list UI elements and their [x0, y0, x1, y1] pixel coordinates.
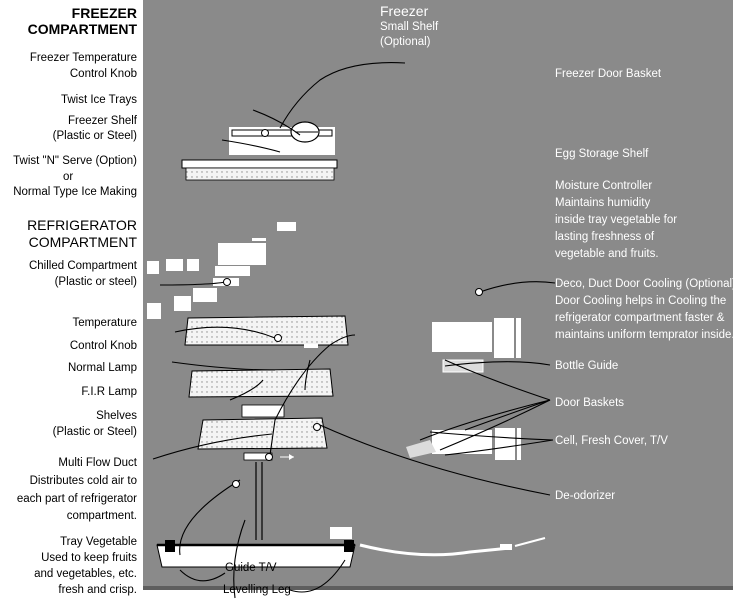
moisture-controller-label-4: lasting freshness of [555, 231, 655, 243]
freezer-temp-label-2: Control Knob [69, 68, 137, 80]
fir-lamp-label: F.I.R Lamp [81, 386, 137, 398]
levelling-leg-label: Levelling Leg [223, 584, 291, 596]
temperature-label-2: Control Knob [69, 340, 137, 352]
moisture-controller-label-5: vegetable and fruits. [555, 248, 659, 260]
freezer-header-line1: FREEZER [71, 5, 137, 21]
door-baskets-label: Door Baskets [555, 397, 625, 409]
shelf-bottom-part [197, 417, 328, 450]
normal-ice-label: Normal Type Ice Making [13, 186, 137, 198]
connector-dots [223, 129, 483, 488]
shelf-top-part [184, 315, 349, 346]
leader-lines [152, 62, 556, 599]
freezer-shelf-part [229, 121, 335, 155]
freezer-temp-label-1: Freezer Temperature [29, 52, 137, 64]
chilled-compartment-part [147, 222, 296, 319]
tray-desc-3: fresh and crisp. [58, 584, 137, 596]
distributes-label-2: each part of refrigerator [16, 493, 137, 505]
deodorizer-label: De-odorizer [555, 490, 616, 502]
deco-duct-label-1: Deco, Duct Door Cooling (Optional) [555, 278, 733, 290]
multi-flow-duct-label: Multi Flow Duct [58, 457, 137, 469]
tray-desc-1: Used to keep fruits [41, 552, 137, 564]
deco-duct-label-2: Door Cooling helps in Cooling the [555, 295, 727, 307]
normal-lamp-label: Normal Lamp [67, 362, 137, 374]
distributes-label-3: compartment. [66, 510, 137, 522]
tray-vegetable-part [156, 527, 546, 568]
small-shelf-label-1: Small Shelf [380, 21, 439, 33]
door-baskets-part [406, 318, 521, 460]
refrigerator-header-line2: COMPARTMENT [28, 234, 137, 250]
twist-serve-label: Twist "N" Serve (Option) [13, 155, 137, 167]
fir-lamp-part [241, 404, 285, 418]
small-shelf-label-2: (Optional) [380, 36, 431, 48]
freezer-door-basket-label: Freezer Door Basket [555, 68, 662, 80]
moisture-controller-label-1: Moisture Controller [555, 180, 653, 192]
freezer-header-line2: COMPARTMENT [27, 21, 137, 37]
shelves-label-1: Shelves [96, 410, 137, 422]
chilled-compartment-label-2: (Plastic or steel) [54, 276, 137, 288]
cell-fresh-cover-label: Cell, Fresh Cover, T/V [555, 435, 668, 447]
temperature-label-1: Temperature [72, 317, 137, 329]
chilled-compartment-label-1: Chilled Compartment [28, 260, 137, 272]
egg-storage-shelf-label: Egg Storage Shelf [555, 148, 649, 160]
distributes-label-1: Distributes cold air to [29, 475, 137, 487]
moisture-controller-label-2: Maintains humidity [555, 197, 651, 209]
tray-vegetable-label: Tray Vegetable [60, 536, 137, 548]
tray-desc-2: and vegetables, etc. [34, 568, 137, 580]
twist-ice-trays-label: Twist Ice Trays [60, 94, 137, 106]
deco-duct-label-3: refrigerator compartment faster & [555, 312, 725, 324]
panel-shadow [143, 586, 733, 590]
or-label: or [63, 171, 74, 183]
moisture-controller-label-3: inside tray vegetable for [555, 214, 678, 226]
shelves-label-2: (Plastic or Steel) [52, 426, 137, 438]
freezer-shelf-label-2: (Plastic or Steel) [52, 130, 137, 142]
diagram-panel [143, 0, 733, 586]
guide-tv-label: Guide T/V [225, 562, 277, 574]
egg-shelf-part [181, 159, 338, 181]
bottle-guide-label: Bottle Guide [555, 360, 619, 372]
freezer-label: Freezer [380, 3, 429, 19]
refrigerator-header-line1: REFRIGERATOR [27, 217, 137, 233]
freezer-shelf-label-1: Freezer Shelf [67, 115, 137, 127]
deco-duct-label-4: maintains uniform temprator inside. [555, 329, 733, 341]
